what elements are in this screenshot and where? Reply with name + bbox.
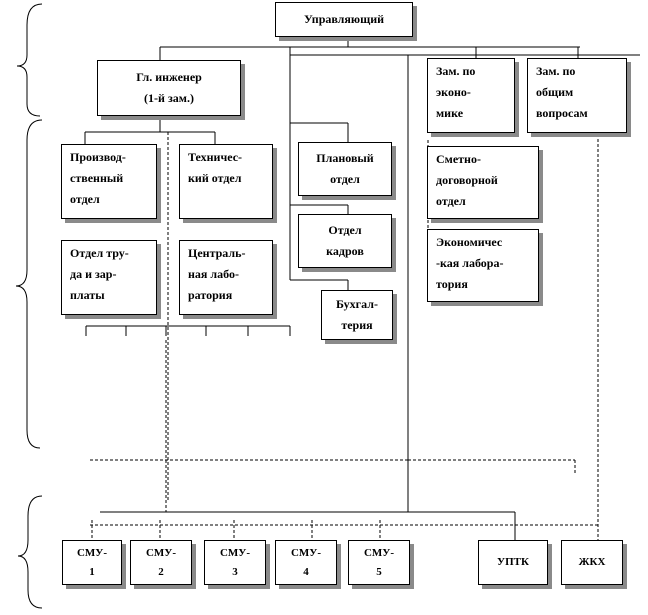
accounting-box: Бухгал- терия — [321, 290, 393, 340]
zhkh-box: ЖКХ — [561, 540, 623, 585]
production-dept-label: Производ- ственный отдел — [70, 150, 126, 206]
labor-dept-label: Отдел тру- да и зар- платы — [70, 246, 129, 302]
smu-2-label: СМУ- 2 — [145, 546, 177, 578]
economic-lab-box: Экономичес -кая лабора- тория — [427, 229, 539, 302]
planning-dept-label: Плановый отдел — [316, 151, 374, 186]
smu-4-box: СМУ- 4 — [275, 540, 337, 585]
estimates-dept-box: Сметно- договорной отдел — [427, 146, 539, 219]
deputy-general-box: Зам. по общим вопросам — [527, 58, 627, 133]
smu-2-box: СМУ- 2 — [130, 540, 192, 585]
hr-dept-box: Отдел кадров — [298, 214, 392, 268]
manager-label: Управляющий — [303, 12, 385, 26]
smu-1-box: СМУ- 1 — [62, 540, 122, 585]
deputy-general-label: Зам. по общим вопросам — [536, 64, 588, 120]
accounting-label: Бухгал- терия — [336, 297, 378, 332]
economic-lab-label: Экономичес -кая лабора- тория — [436, 235, 504, 291]
deputy-economics-box: Зам. по эконо- мике — [427, 58, 515, 133]
smu-3-box: СМУ- 3 — [204, 540, 266, 585]
technical-dept-label: Техничес- кий отдел — [188, 150, 243, 185]
technical-dept-box: Техничес- кий отдел — [179, 144, 273, 219]
smu-1-label: СМУ- 1 — [76, 546, 108, 578]
estimates-dept-label: Сметно- договорной отдел — [436, 152, 498, 208]
chief-engineer-label: Гл. инженер (1-й зам.) — [136, 70, 202, 105]
smu-3-label: СМУ- 3 — [219, 546, 251, 578]
central-lab-label: Централь- ная лабо- ратория — [188, 246, 246, 302]
hr-dept-label: Отдел кадров — [326, 223, 364, 258]
solid-connectors — [84, 37, 640, 540]
central-lab-box: Централь- ная лабо- ратория — [179, 240, 273, 315]
manager-box: Управляющий — [275, 2, 413, 37]
smu-5-box: СМУ- 5 — [348, 540, 410, 585]
braces — [15, 3, 43, 609]
production-dept-box: Производ- ственный отдел — [61, 144, 157, 219]
smu-4-label: СМУ- 4 — [290, 546, 322, 578]
deputy-economics-label: Зам. по эконо- мике — [436, 64, 476, 120]
labor-dept-box: Отдел тру- да и зар- платы — [61, 240, 157, 315]
smu-5-label: СМУ- 5 — [363, 546, 395, 578]
uptk-box: УПТК — [478, 540, 548, 585]
uptk-label: УПТК — [497, 556, 529, 568]
lab-ticks — [85, 326, 291, 336]
dashed-connectors — [90, 132, 600, 540]
planning-dept-box: Плановый отдел — [298, 142, 392, 196]
zhkh-label: ЖКХ — [578, 556, 606, 568]
chief-engineer-box: Гл. инженер (1-й зам.) — [97, 60, 241, 116]
